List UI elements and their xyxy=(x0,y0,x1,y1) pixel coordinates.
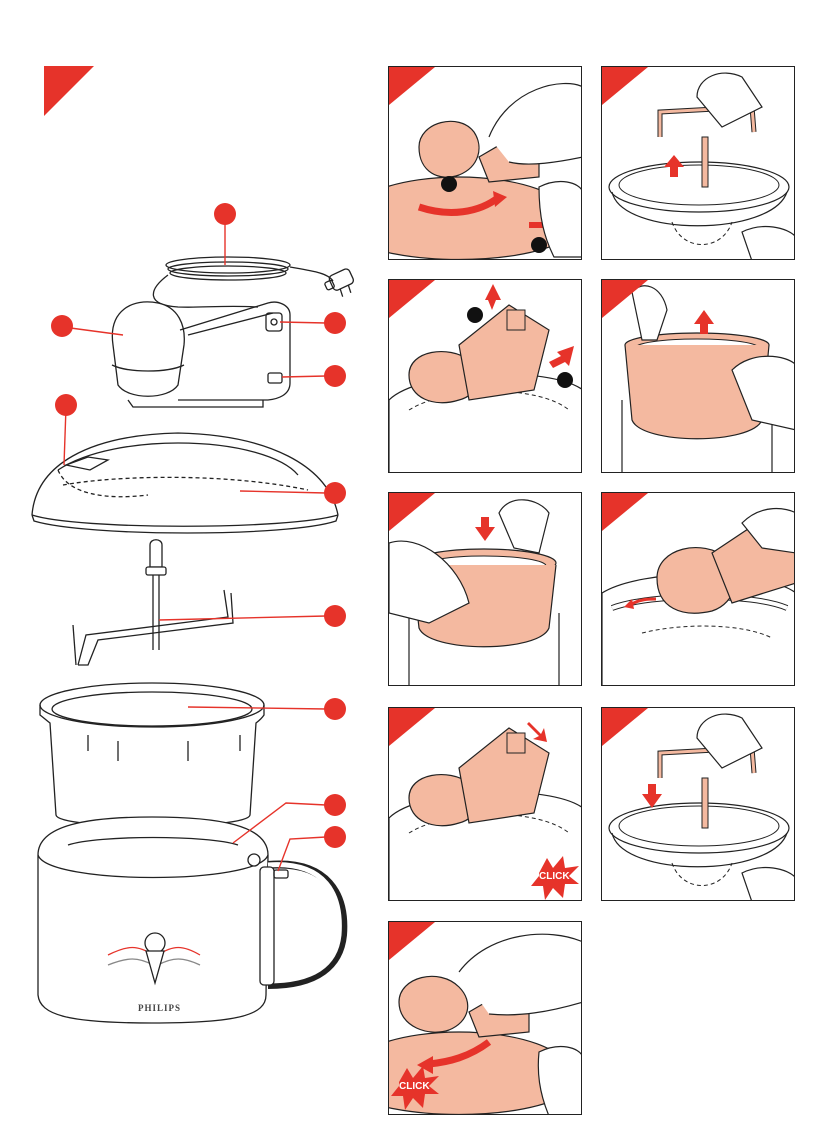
corner-marker xyxy=(602,280,648,318)
step-panel-7: CLICK xyxy=(388,707,582,901)
corner-marker xyxy=(389,493,435,531)
corner-marker xyxy=(602,67,648,105)
step-panel-1 xyxy=(388,66,582,260)
callout-dot xyxy=(324,698,346,720)
callout-dot xyxy=(51,315,73,337)
step-panel-6 xyxy=(601,492,795,686)
step-panel-3 xyxy=(388,279,582,473)
motor-unit-icon xyxy=(112,302,290,407)
power-cord-icon xyxy=(153,257,358,307)
step-panel-9: CLICK xyxy=(388,921,582,1115)
corner-marker xyxy=(602,493,648,531)
step-panel-8 xyxy=(601,707,795,901)
lid-icon xyxy=(32,433,338,533)
exploded-parts-diagram xyxy=(28,195,358,1035)
step-panel-2 xyxy=(601,66,795,260)
callout-dot xyxy=(324,312,346,334)
brand-logo-text: PHILIPS xyxy=(138,1003,181,1013)
corner-marker xyxy=(602,708,648,746)
section-corner-marker xyxy=(44,66,94,116)
callout-dot xyxy=(324,605,346,627)
callout-dot xyxy=(214,203,236,225)
base-unit-icon xyxy=(38,817,343,1023)
callout-dot xyxy=(324,794,346,816)
callout-dot xyxy=(55,394,77,416)
corner-marker xyxy=(389,280,435,318)
bowl-icon xyxy=(40,683,264,826)
step-panel-5 xyxy=(388,492,582,686)
click-label: CLICK xyxy=(399,1081,430,1092)
click-label: CLICK xyxy=(539,871,570,882)
callout-dot xyxy=(324,365,346,387)
paddle-icon xyxy=(73,540,233,665)
corner-marker xyxy=(389,67,435,105)
corner-marker xyxy=(389,922,435,960)
corner-marker xyxy=(389,708,435,746)
callout-dot xyxy=(324,826,346,848)
step-panel-4 xyxy=(601,279,795,473)
callout-dot xyxy=(324,482,346,504)
